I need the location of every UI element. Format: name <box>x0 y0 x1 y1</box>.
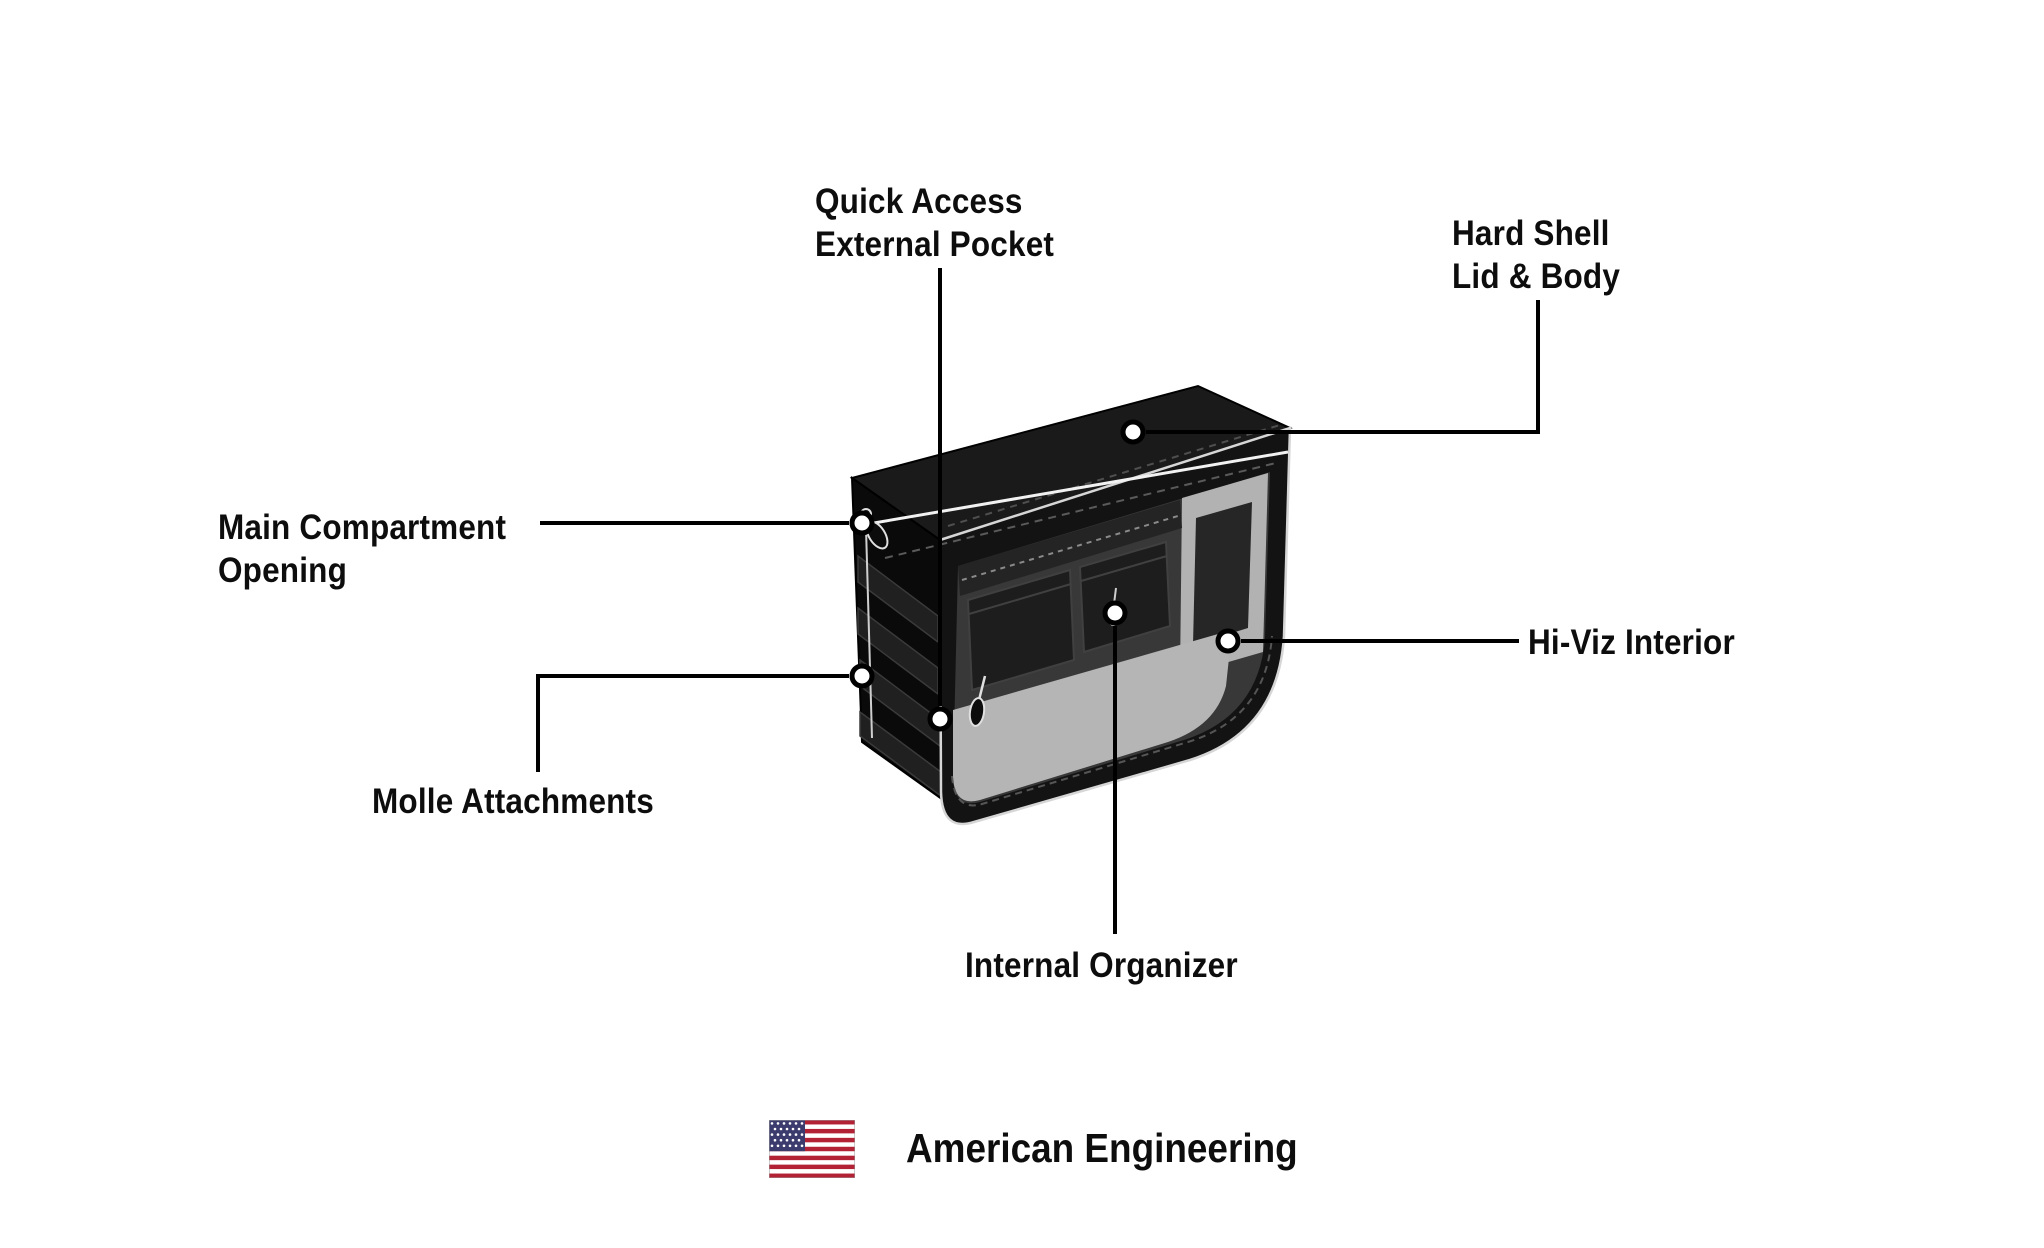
callout-label-main-compartment: Main Compartment Opening <box>218 508 507 591</box>
callout-line-hard-shell <box>1146 300 1540 434</box>
callout-dot-internal-organizer <box>1102 600 1128 626</box>
callout-line-molle <box>536 674 849 772</box>
footer-text: American Engineering <box>906 1125 1298 1171</box>
callout-dot-molle <box>849 663 875 689</box>
callout-label-internal-organizer: Internal Organizer <box>965 946 1238 985</box>
interior-floor <box>953 630 1232 802</box>
saddlebag-illustration <box>849 384 1293 826</box>
us-flag-icon <box>768 1119 856 1179</box>
callout-label-hi-viz: Hi-Viz Interior <box>1528 623 1735 662</box>
callout-dot-main-compartment <box>849 510 875 536</box>
callout-dot-quick-access <box>927 706 953 732</box>
callout-label-molle: Molle Attachments <box>372 782 654 821</box>
callout-dots <box>849 419 1241 732</box>
callout-label-hard-shell: Hard Shell Lid & Body <box>1452 214 1621 297</box>
callout-dot-hi-viz <box>1215 628 1241 654</box>
callout-dot-hard-shell <box>1120 419 1146 445</box>
callout-lines <box>536 268 1540 934</box>
internal-organizer-panel <box>958 500 1182 692</box>
zipper-pull-quick-access <box>968 675 987 727</box>
callout-label-quick-access: Quick Access External Pocket <box>815 182 1055 265</box>
